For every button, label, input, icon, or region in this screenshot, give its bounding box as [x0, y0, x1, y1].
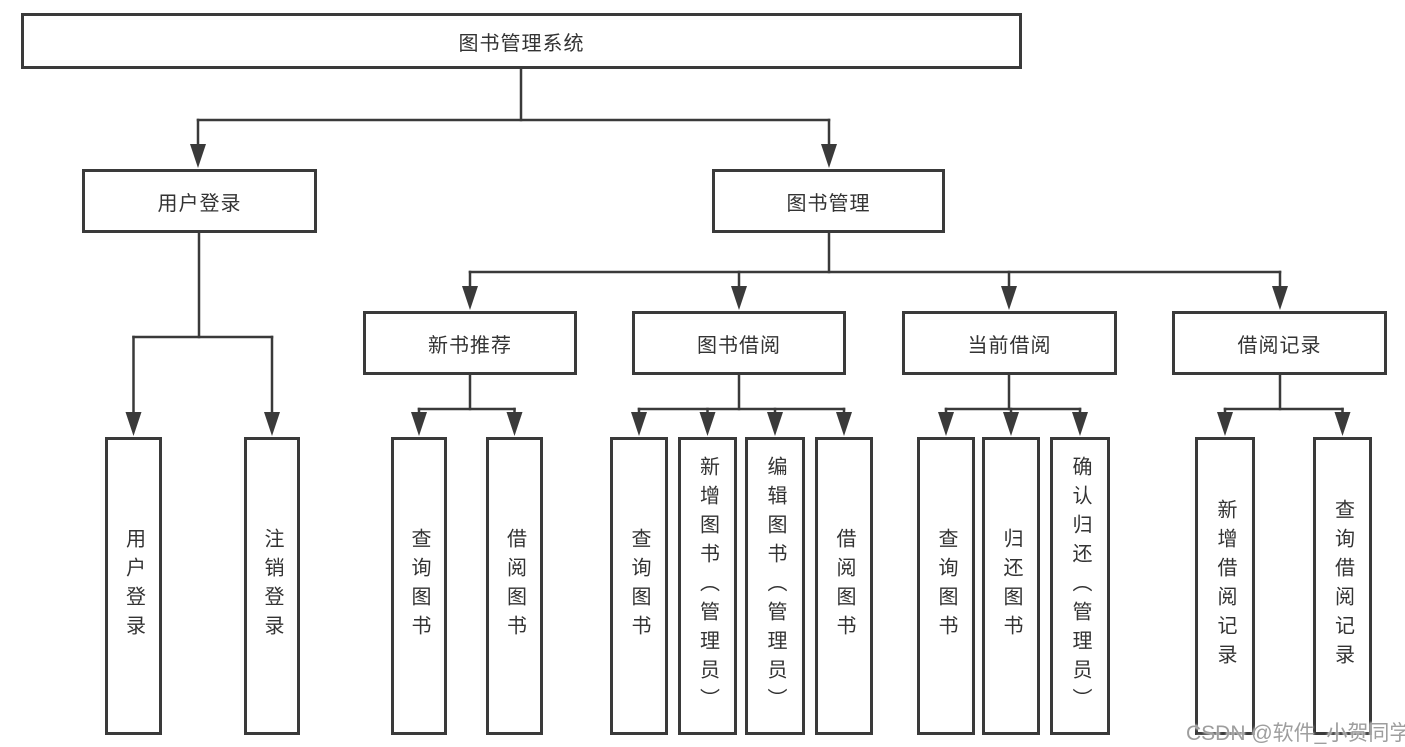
leaf-query-borrow-record: 查询借阅记录: [1313, 437, 1372, 735]
node-root-label: 图书管理系统: [458, 32, 585, 55]
leaf-borrow-books-recommend: 借阅图书: [486, 437, 543, 735]
csdn-watermark: CSDN @软件_小贺同学: [1186, 722, 1405, 745]
leaf-query-borrow-record-label: 查询借阅记录: [1331, 499, 1354, 673]
node-root: 图书管理系统: [21, 13, 1022, 69]
leaf-logout: 注销登录: [244, 437, 300, 735]
node-user-login-label: 用户登录: [157, 192, 242, 215]
leaf-query-books-recommend: 查询图书: [391, 437, 447, 735]
leaf-add-books-admin: 新增图书（管理员）: [678, 437, 737, 735]
leaf-confirm-return-admin: 确认归还（管理员）: [1050, 437, 1110, 735]
leaf-return-books-label: 归还图书: [1000, 528, 1022, 644]
leaf-query-books-borrowing: 查询图书: [610, 437, 668, 735]
leaf-user-login-label: 用户登录: [122, 528, 145, 644]
leaf-confirm-return-admin-label: 确认归还（管理员）: [1069, 455, 1091, 717]
node-borrowing-records: 借阅记录: [1172, 311, 1387, 375]
leaf-borrow-books-borrowing-label: 借阅图书: [833, 528, 855, 644]
leaf-return-books: 归还图书: [982, 437, 1040, 735]
leaf-add-borrow-record-label: 新增借阅记录: [1214, 499, 1236, 673]
leaf-add-borrow-record: 新增借阅记录: [1195, 437, 1255, 735]
leaf-query-books-current: 查询图书: [917, 437, 975, 735]
leaf-query-books-current-label: 查询图书: [935, 528, 957, 644]
node-book-borrowing: 图书借阅: [632, 311, 846, 375]
node-current-borrowing-label: 当前借阅: [967, 334, 1052, 357]
leaf-add-books-admin-label: 新增图书（管理员）: [696, 455, 719, 717]
node-book-borrowing-label: 图书借阅: [697, 334, 781, 357]
leaf-borrow-books-borrowing: 借阅图书: [815, 437, 873, 735]
node-user-login: 用户登录: [82, 169, 317, 233]
leaf-user-login: 用户登录: [105, 437, 162, 735]
leaf-logout-label: 注销登录: [261, 528, 283, 644]
leaf-edit-books-admin-label: 编辑图书（管理员）: [764, 455, 786, 717]
leaf-query-books-recommend-label: 查询图书: [408, 528, 430, 644]
node-borrowing-records-label: 借阅记录: [1237, 334, 1322, 357]
node-book-management-label: 图书管理: [786, 192, 871, 215]
node-new-book-recommend-label: 新书推荐: [428, 334, 512, 357]
node-book-management: 图书管理: [712, 169, 945, 233]
leaf-borrow-books-recommend-label: 借阅图书: [503, 528, 526, 644]
node-current-borrowing: 当前借阅: [902, 311, 1117, 375]
leaf-query-books-borrowing-label: 查询图书: [628, 528, 650, 644]
leaf-edit-books-admin: 编辑图书（管理员）: [745, 437, 805, 735]
node-new-book-recommend: 新书推荐: [363, 311, 577, 375]
